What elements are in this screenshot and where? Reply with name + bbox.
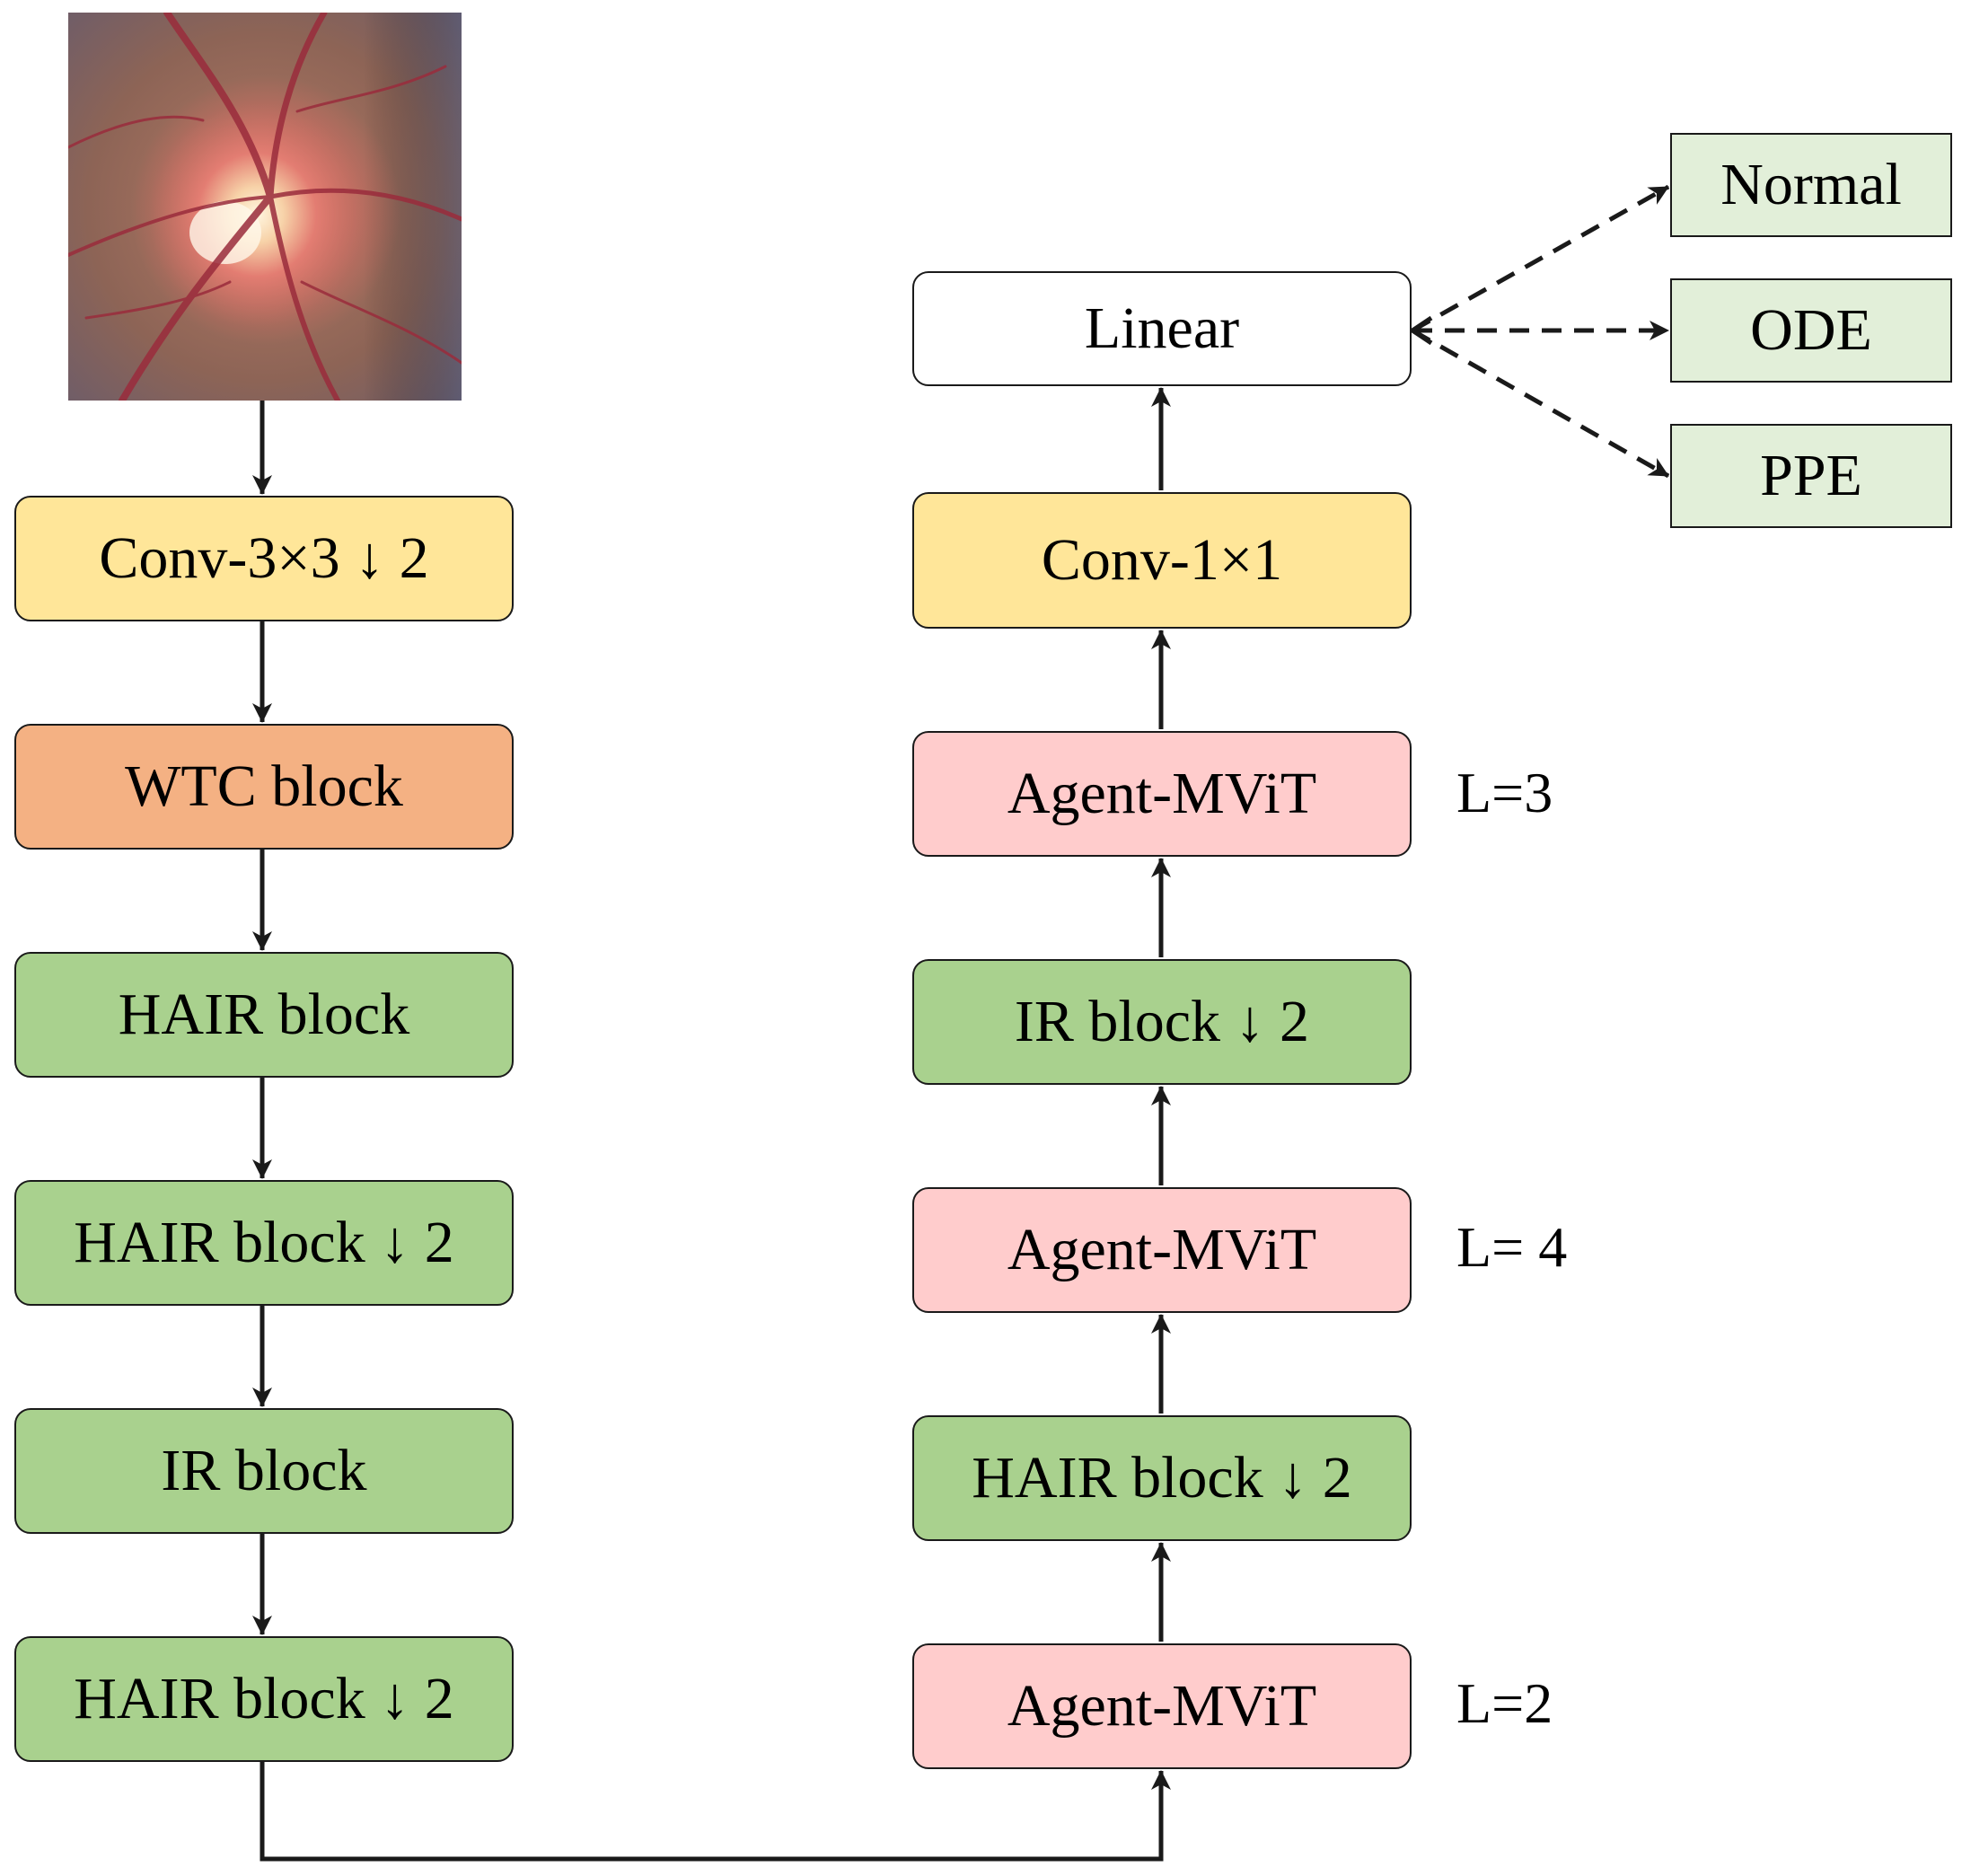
block-label: Agent-MViT xyxy=(1007,761,1317,826)
encoder-hair-block-2: HAIR block ↓ 2 xyxy=(14,1180,514,1306)
block-label: HAIR block ↓ 2 xyxy=(74,1666,454,1731)
layer-count-label-3: L=3 xyxy=(1456,761,1553,824)
output-label: ODE xyxy=(1750,297,1872,363)
block-label: Agent-MViT xyxy=(1007,1673,1317,1739)
encoder-conv3x3-block: Conv-3×3 ↓ 2 xyxy=(14,496,514,621)
output-label: PPE xyxy=(1760,443,1862,508)
layer-count-label-1: L=2 xyxy=(1456,1671,1553,1735)
layer-count-label-2: L= 4 xyxy=(1456,1215,1568,1279)
encoder-hair-block-1: HAIR block xyxy=(14,952,514,1078)
arrow-linear-to-normal xyxy=(1411,184,1670,333)
block-label: IR block ↓ 2 xyxy=(1014,989,1310,1054)
encoder-wtc-block: WTC block xyxy=(14,724,514,850)
decoder-ir-block: IR block ↓ 2 xyxy=(912,959,1412,1085)
decoder-linear-block: Linear xyxy=(912,271,1412,386)
output-class-ode: ODE xyxy=(1670,278,1952,383)
block-label: IR block xyxy=(161,1438,367,1503)
linear-back-arrowhead xyxy=(1408,315,1433,346)
block-label: HAIR block xyxy=(118,982,410,1047)
block-label: Conv-1×1 xyxy=(1041,527,1283,593)
fundus-input-image xyxy=(68,13,462,401)
output-label: Normal xyxy=(1720,152,1902,217)
decoder-agent-mvit-3: Agent-MViT xyxy=(912,731,1412,857)
encoder-ir-block: IR block xyxy=(14,1408,514,1534)
arrow-encoder-to-decoder xyxy=(260,1762,1171,1862)
block-label: HAIR block ↓ 2 xyxy=(972,1445,1352,1510)
decoder-conv1x1-block: Conv-1×1 xyxy=(912,492,1412,629)
block-label: WTC block xyxy=(125,753,403,819)
decoder-agent-mvit-1: Agent-MViT xyxy=(912,1643,1412,1769)
block-label: Linear xyxy=(1084,295,1240,361)
output-class-normal: Normal xyxy=(1670,133,1952,237)
block-label: HAIR block ↓ 2 xyxy=(74,1210,454,1275)
block-label: Agent-MViT xyxy=(1007,1217,1317,1282)
encoder-hair-block-3: HAIR block ↓ 2 xyxy=(14,1636,514,1762)
output-class-ppe: PPE xyxy=(1670,424,1952,528)
block-label: Conv-3×3 ↓ 2 xyxy=(99,525,429,591)
arrow-linear-to-ppe xyxy=(1411,328,1670,479)
decoder-agent-mvit-2: Agent-MViT xyxy=(912,1187,1412,1313)
decoder-hair-block: HAIR block ↓ 2 xyxy=(912,1415,1412,1541)
